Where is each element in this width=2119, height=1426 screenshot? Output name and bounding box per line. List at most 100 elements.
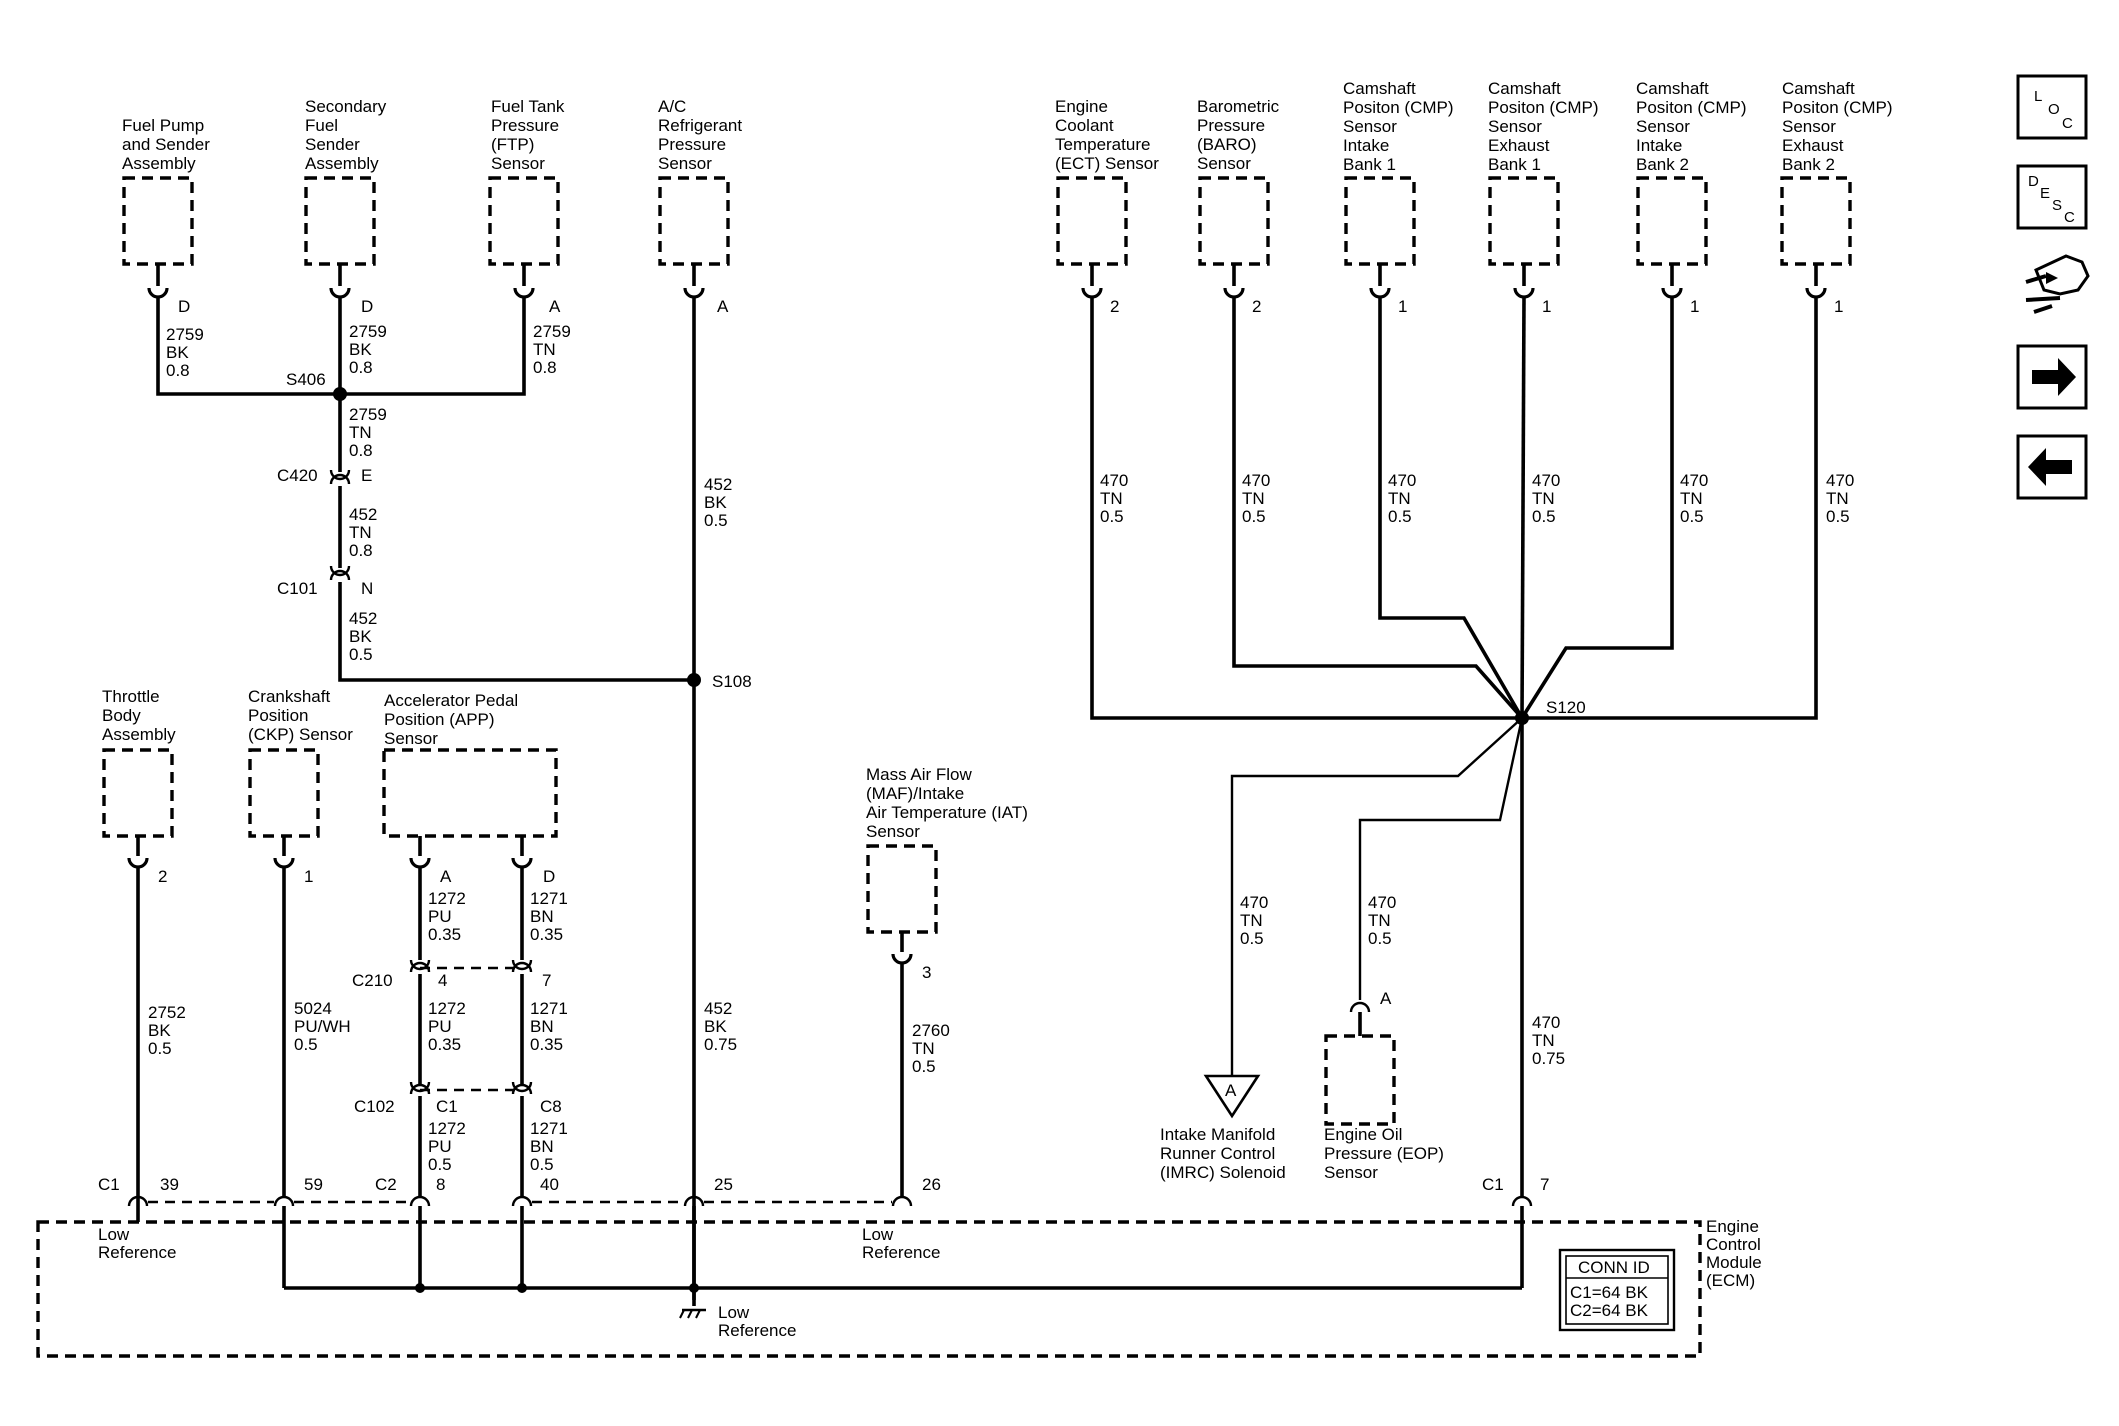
pin-label: A: [1380, 989, 1392, 1008]
app-box: [382, 748, 558, 838]
next-arrow-button[interactable]: [2016, 344, 2088, 410]
eop-ref-wire: [1358, 717, 1524, 1000]
pin-label: E: [361, 466, 372, 485]
ecm-connector-cups: [127, 1195, 1533, 1222]
svg-text:C: C: [2062, 115, 2073, 132]
ac-pressure-sensor-label: A/C Refrigerant Pressure Sensor: [658, 97, 747, 173]
connector-label: C1: [1482, 1175, 1504, 1194]
maf-box: [866, 844, 938, 934]
eop-sensor-label: Engine Oil Pressure (EOP) Sensor: [1324, 1125, 1449, 1182]
imrc-ref-wire: [1230, 717, 1523, 1076]
cmp3-ref-wire: [1520, 298, 1674, 719]
cmp-intake-bank1-label: Camshaft Positon (CMP) Sensor Intake Ban…: [1343, 79, 1458, 174]
ecm-box: [36, 1220, 1702, 1358]
wire-label: 470 TN 0.5: [1388, 471, 1421, 526]
baro-box: [1198, 176, 1270, 266]
svg-text:O: O: [2048, 101, 2060, 118]
pin-label: 7: [542, 971, 551, 990]
imrc-solenoid-label: Intake Manifold Runner Control (IMRC) So…: [1160, 1125, 1286, 1182]
wire-label: 5024 PU/WH 0.5: [294, 999, 355, 1054]
low-reference-label: Low Reference: [718, 1303, 796, 1340]
pin-label: A: [1225, 1081, 1237, 1100]
low-reference-label: Low Reference: [98, 1225, 176, 1262]
svg-text:E: E: [2040, 185, 2050, 202]
previous-arrow-button[interactable]: [2016, 434, 2088, 500]
cmp4-box: [1780, 176, 1852, 266]
splice-s108: [687, 673, 701, 687]
svg-text:C: C: [2064, 209, 2075, 226]
description-button[interactable]: D E S C: [2016, 164, 2088, 230]
cmp-intake-bank2-label: Camshaft Positon (CMP) Sensor Intake Ban…: [1636, 79, 1751, 174]
splice-label: S406: [286, 370, 326, 389]
splice-label: S120: [1546, 698, 1586, 717]
wire-label: 452 TN 0.8: [349, 505, 382, 560]
low-reference-label: Low Reference: [862, 1225, 940, 1262]
svg-text:CONN ID: CONN ID: [1578, 1258, 1650, 1277]
pin-label: 1: [1542, 297, 1551, 316]
location-button[interactable]: L O C: [2016, 74, 2088, 140]
ftp-sensor-label: Fuel Tank Pressure (FTP) Sensor: [491, 97, 569, 173]
wire-label: 470 TN 0.5: [1680, 471, 1713, 526]
pin-label: C8: [540, 1097, 562, 1116]
pin-label: 59: [304, 1175, 323, 1194]
pin-label: 4: [438, 971, 447, 990]
wire-label: 470 TN 0.5: [1100, 471, 1133, 526]
ckp-box: [248, 748, 320, 838]
connector-label: C102: [354, 1097, 395, 1116]
pin-label: A: [549, 297, 561, 316]
cmp1-box: [1344, 176, 1416, 266]
pin-label: D: [361, 297, 373, 316]
wire-label: 2759 TN 0.8: [533, 322, 576, 377]
wire-label: 2752 BK 0.5: [148, 1003, 191, 1058]
maf-iat-sensor-label: Mass Air Flow (MAF)/Intake Air Temperatu…: [866, 765, 1033, 841]
pin-label: C1: [436, 1097, 458, 1116]
pin-label: 1: [1398, 297, 1407, 316]
connector-label: C1: [98, 1175, 120, 1194]
ac-box: [658, 176, 730, 266]
baro-ref-wire: [1232, 298, 1524, 720]
ect-box: [1056, 176, 1128, 266]
connector-label: C101: [277, 579, 318, 598]
pin-label: 25: [714, 1175, 733, 1194]
throttle-box: [102, 748, 174, 838]
wire-label: 1272 PU 0.5: [428, 1119, 471, 1174]
ckp-sensor-label: Crankshaft Position (CKP) Sensor: [248, 687, 353, 744]
splice-s406: [333, 387, 347, 401]
splice-s120: [1515, 711, 1529, 725]
secondary-fuel-sender-label: Secondary Fuel Sender Assembly: [305, 97, 391, 173]
wire-label: 1271 BN 0.35: [530, 889, 573, 944]
svg-text:C2=64 BK: C2=64 BK: [1570, 1301, 1649, 1320]
connector-tool-icon[interactable]: [2025, 254, 2090, 314]
svg-text:S: S: [2052, 197, 2062, 214]
app-sensor-label: Accelerator Pedal Position (APP) Sensor: [384, 691, 523, 748]
wire-label: 1271 BN 0.35: [530, 999, 573, 1054]
pin-label: D: [543, 867, 555, 886]
wire-label: 470 TN 0.5: [1240, 893, 1273, 948]
pin-label: 40: [540, 1175, 559, 1194]
svg-text:L: L: [2034, 88, 2042, 105]
throttle-body-label: Throttle Body Assembly: [102, 687, 176, 744]
svg-text:D: D: [2028, 173, 2039, 190]
pin-label: 2: [1110, 297, 1119, 316]
cmp-exhaust-bank1-label: Camshaft Positon (CMP) Sensor Exhaust Ba…: [1488, 79, 1603, 174]
cmp3-box: [1636, 176, 1708, 266]
svg-text:C1=64 BK: C1=64 BK: [1570, 1283, 1649, 1302]
secondary-fuel-box: [304, 176, 376, 266]
wire-label: 1272 PU 0.35: [428, 889, 471, 944]
wire-label: 2759 TN 0.8: [349, 405, 392, 460]
pin-label: 7: [1540, 1175, 1549, 1194]
fuel-pump-box: [122, 176, 194, 266]
wire-label: 452 BK 0.5: [349, 609, 382, 664]
wire-label: 2759 BK 0.8: [349, 322, 392, 377]
pin-label: 1: [1834, 297, 1843, 316]
wire-label: 452 BK 0.75: [704, 999, 737, 1054]
ect-ref-wire: [1090, 298, 1522, 720]
baro-sensor-label: Barometric Pressure (BARO) Sensor: [1197, 97, 1284, 173]
wire-label: 2760 TN 0.5: [912, 1021, 955, 1076]
cmp-exhaust-bank2-label: Camshaft Positon (CMP) Sensor Exhaust Ba…: [1782, 79, 1897, 174]
wire-label: 452 BK 0.5: [704, 475, 737, 530]
pin-label: A: [440, 867, 452, 886]
connector-label: C210: [352, 971, 393, 990]
wire-label: 470 TN 0.5: [1826, 471, 1859, 526]
